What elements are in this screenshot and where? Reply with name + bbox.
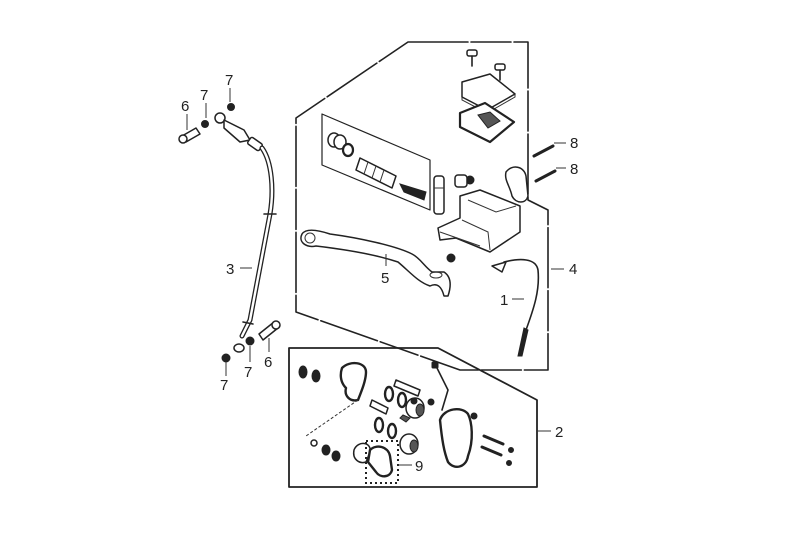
reservoir-cap-icon xyxy=(461,73,516,111)
brake-hose-group xyxy=(178,103,281,363)
seal-icon xyxy=(298,365,308,379)
washer-icon xyxy=(221,353,231,363)
callout-4-master-cylinder: 4 xyxy=(569,261,577,278)
callout-8-lower: 8 xyxy=(570,161,578,178)
slide-pin-icon xyxy=(369,399,389,415)
brake-lever-icon xyxy=(300,229,451,297)
callout-2-caliper: 2 xyxy=(555,424,563,441)
callout-7-lower-outer: 7 xyxy=(220,377,228,394)
o-ring-icon xyxy=(396,391,408,409)
boot-icon xyxy=(399,183,427,201)
caliper-body-icon xyxy=(438,408,473,468)
slide-pin-icon xyxy=(393,379,421,397)
callout-7-upper-outer: 7 xyxy=(225,72,233,89)
brake-pad-icon xyxy=(366,445,394,478)
washer-icon xyxy=(201,120,209,128)
pivot-bolt-icon xyxy=(433,175,445,215)
hose-bolt-lower-icon xyxy=(258,320,281,341)
callout-9-pads: 9 xyxy=(415,458,423,475)
o-ring-icon xyxy=(383,385,395,403)
piston-seal-icon xyxy=(327,132,355,158)
brake-pad-set-highlight xyxy=(365,440,399,484)
callout-7-upper-inner: 7 xyxy=(200,87,208,104)
master-cylinder-group xyxy=(295,41,549,371)
cap-screw-icon xyxy=(466,49,506,81)
caliper-bolt-icon xyxy=(480,445,503,457)
o-ring-icon xyxy=(373,416,385,434)
callout-7-lower-inner: 7 xyxy=(244,364,252,381)
caliper-group xyxy=(288,347,538,488)
callout-6-upper: 6 xyxy=(181,98,189,115)
callout-5-lever: 5 xyxy=(381,270,389,287)
washer-icon xyxy=(227,103,235,111)
seal-icon xyxy=(311,369,321,383)
caliper-bracket-icon xyxy=(339,361,368,402)
brake-switch-icon xyxy=(491,258,540,357)
clamp-holder-icon xyxy=(504,166,529,203)
bleeder-icon xyxy=(435,365,449,411)
callout-6-lower: 6 xyxy=(264,354,272,371)
piston-icon xyxy=(355,157,397,189)
grommet-icon xyxy=(446,253,456,263)
group-4-boundary xyxy=(295,41,549,371)
callout-1-switch: 1 xyxy=(500,292,508,309)
callout-8-upper: 8 xyxy=(570,135,578,152)
upper-banjo-icon xyxy=(214,112,226,124)
master-cylinder-body-icon xyxy=(437,174,521,253)
group-2-boundary xyxy=(288,347,538,488)
caliper-bolt-icon xyxy=(482,434,505,446)
lower-banjo-icon xyxy=(233,343,245,353)
callout-3-hose: 3 xyxy=(226,261,234,278)
o-ring-icon xyxy=(386,422,398,440)
hose-line xyxy=(239,145,275,339)
hose-bolt-upper-icon xyxy=(178,127,201,144)
washer-icon xyxy=(245,336,255,346)
piston-kit-panel xyxy=(321,113,431,211)
callouts: 6 7 7 3 7 7 6 5 1 4 8 8 2 xyxy=(181,72,578,475)
caliper-piston-icon xyxy=(399,433,419,455)
